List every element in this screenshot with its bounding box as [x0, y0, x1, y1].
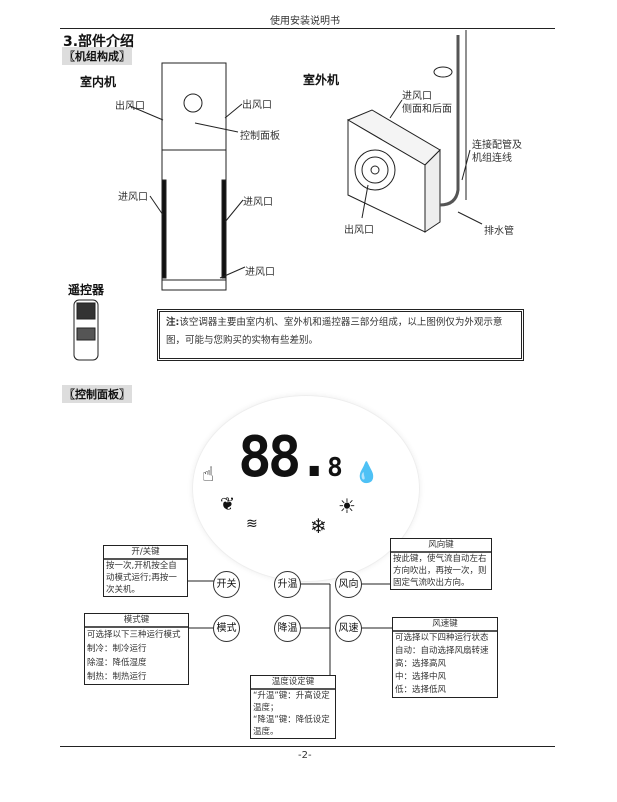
box-line: 制冷：制冷运行 [87, 644, 147, 654]
outdoor-drain: 排水管 [484, 226, 514, 237]
subsection-unit: 〖机组构成〗 [62, 47, 132, 65]
box-line: 除湿：降低湿度 [87, 658, 147, 668]
control-panel-face [192, 395, 420, 582]
indoor-inlet-bottom: 进风口 [245, 267, 275, 278]
box-title: 温度设定键 [251, 676, 335, 690]
outdoor-pipe-2: 机组连线 [472, 153, 512, 164]
drop-icon: 💧 [354, 460, 379, 484]
outdoor-inlet: 进风口 [402, 91, 432, 102]
outdoor-pipe-1: 连接配管及 [472, 140, 522, 151]
box-body: 按此键，使气流自动左右方向吹出，再按一次，则固定气流吹出方向。 [393, 554, 487, 588]
indoor-control-panel-label: 控制面板 [240, 131, 280, 142]
heater-icon: ≋ [246, 516, 258, 532]
box-line: 中：选择中风 [395, 672, 447, 682]
display-main: 88. [238, 425, 331, 490]
wind-direction-key-box: 风向键 按此键，使气流自动左右方向吹出，再按一次，则固定气流吹出方向。 [390, 538, 492, 590]
header-rule [60, 28, 555, 29]
outdoor-title: 室外机 [303, 73, 340, 87]
box-line: “升温”键：升高设定温度； [253, 691, 330, 713]
temp-down-button[interactable]: 降温 [274, 615, 301, 642]
box-body: 按一次,开机按全自动模式运行;再按一次关机。 [106, 561, 177, 595]
unit-illustrations [73, 30, 483, 361]
page-number: -2- [298, 750, 312, 761]
display-digits: 88.8 [238, 425, 343, 490]
box-title: 风速键 [393, 618, 497, 632]
note-prefix: 注: [166, 317, 180, 328]
indoor-title: 室内机 [80, 75, 117, 89]
snowflake-icon: ❄ [310, 514, 327, 538]
mode-button[interactable]: 模式 [213, 615, 240, 642]
wind-speed-button[interactable]: 风速 [335, 615, 362, 642]
note-text: 该空调器主要由室内机、室外机和遥控器三部分组成，以上图例仅为外观示意图，可能与您… [166, 317, 503, 346]
wind-direction-button[interactable]: 风向 [335, 571, 362, 598]
mode-key-box: 模式键 可选择以下三种运行模式 制冷：制冷运行 除湿：降低湿度 制热：制热运行 [84, 613, 189, 685]
remote-title: 遥控器 [68, 283, 105, 297]
leaf-icon: ❦ [220, 494, 236, 515]
temp-key-box: 温度设定键 “升温”键：升高设定温度； “降温”键：降低设定温度。 [250, 675, 336, 739]
box-title: 风向键 [391, 539, 491, 553]
box-line: 可选择以下四种运行状态 [395, 633, 489, 643]
box-line: 自动：自动选择风扇转速 [395, 646, 489, 656]
sun-icon: ☀ [338, 494, 356, 518]
footer-rule [60, 746, 555, 747]
indoor-outlet-right: 出风口 [242, 100, 272, 111]
wind-speed-key-box: 风速键 可选择以下四种运行状态 自动：自动选择风扇转速 高：选择高风 中：选择中… [392, 617, 498, 698]
outdoor-outlet: 出风口 [344, 225, 374, 236]
box-line: “降温”键：降低设定温度。 [253, 715, 330, 737]
box-line: 高：选择高风 [395, 659, 447, 669]
box-line: 制热：制热运行 [87, 672, 147, 682]
section-title: 3.部件介绍 [63, 34, 135, 50]
hand-icon: ☝ [202, 462, 215, 486]
indoor-unit-drawing [129, 62, 246, 291]
box-line: 低：选择低风 [395, 685, 447, 695]
remote-drawing [73, 299, 99, 361]
box-title: 模式键 [85, 614, 188, 628]
header-title: 使用安装说明书 [270, 16, 340, 27]
box-line: 可选择以下三种运行模式 [87, 630, 181, 640]
outdoor-unit-drawing [346, 30, 483, 233]
indoor-inlet-left: 进风口 [118, 192, 148, 203]
box-title: 开/关键 [104, 546, 187, 560]
power-key-box: 开/关键 按一次,开机按全自动模式运行;再按一次关机。 [103, 545, 188, 597]
outdoor-inlet-sub: 侧面和后面 [402, 104, 452, 115]
note-box: 注:该空调器主要由室内机、室外机和遥控器三部分组成，以上图例仅为外观示意图，可能… [157, 309, 524, 361]
power-button[interactable]: 开关 [213, 571, 240, 598]
indoor-outlet-left: 出风口 [115, 101, 145, 112]
subsection-panel: 〖控制面板〗 [62, 385, 132, 403]
indoor-inlet-right: 进风口 [243, 197, 273, 208]
temp-up-button[interactable]: 升温 [274, 571, 301, 598]
